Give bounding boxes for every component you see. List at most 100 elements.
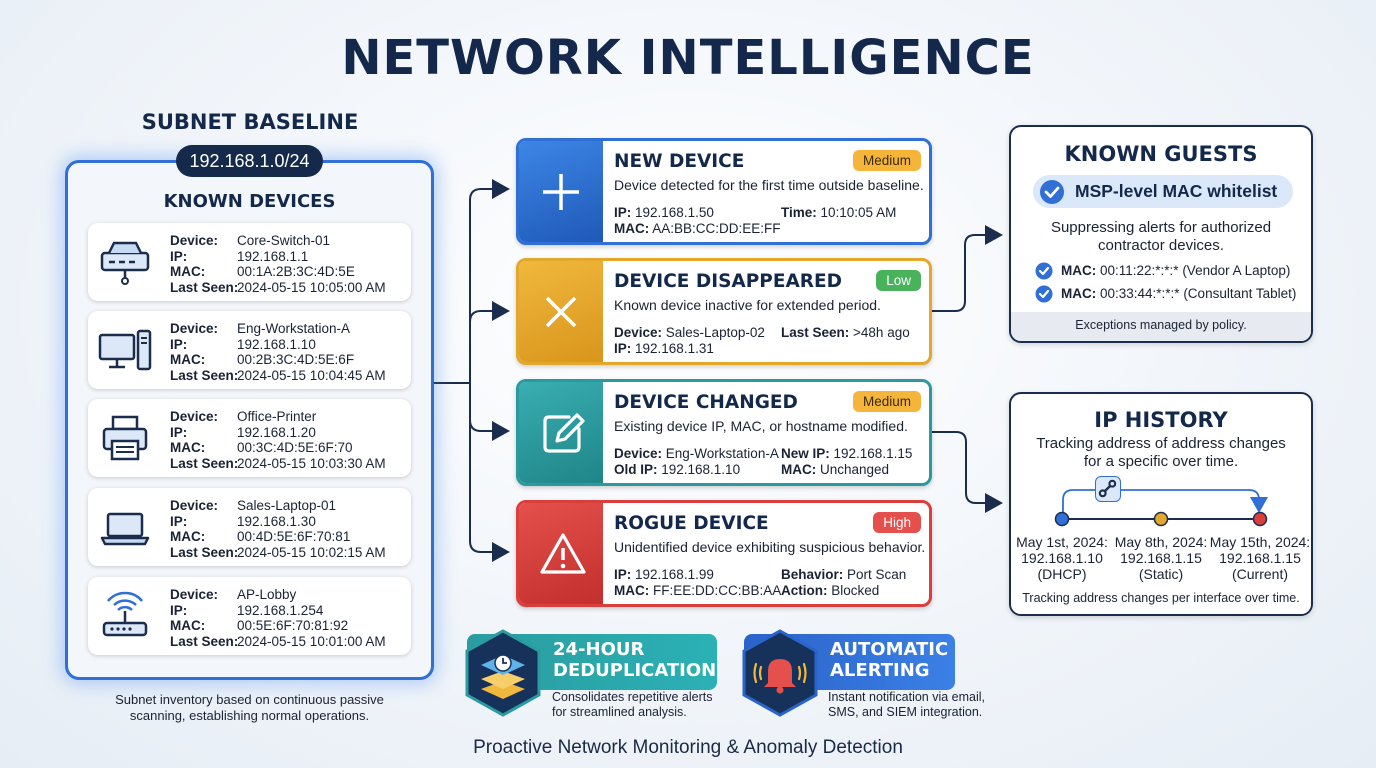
alert-field-device: Device: Sales-Laptop-02 [614, 325, 765, 340]
device-card[interactable]: Device: Sales-Laptop-01 IP: 192.168.1.30… [88, 488, 411, 566]
field-label-last-seen: Last Seen: [170, 455, 239, 471]
field-label-last-seen: Last Seen: [170, 633, 239, 649]
whitelist-label: MSP-level MAC whitelist [1075, 181, 1278, 201]
device-card[interactable]: Device: Eng-Workstation-A IP: 192.168.1.… [88, 311, 411, 389]
alert-field-new-ip: New IP: 192.168.1.15 [781, 446, 913, 461]
alert-new-device[interactable]: NEW DEVICE Medium Device detected for th… [516, 138, 932, 245]
field-label-device: Device: [170, 233, 219, 248]
subnet-caption-line: Subnet inventory based on continuous pas… [115, 692, 384, 707]
alert-icon-panel [519, 261, 603, 362]
alert-description: Unidentified device exhibiting suspiciou… [614, 539, 926, 555]
page-title: NETWORK INTELLIGENCE [341, 30, 1035, 86]
field-label-mac: MAC: [170, 352, 206, 367]
alert-title: DEVICE CHANGED [614, 392, 798, 413]
alert-rogue-device[interactable]: ROGUE DEVICE High Unidentified device ex… [516, 500, 932, 607]
alert-field-action: Action: Blocked [781, 583, 880, 598]
ip-history-title: IP HISTORY [1094, 408, 1228, 432]
field-label-mac: MAC: [170, 440, 206, 455]
device-last-seen: 2024-05-15 10:05:00 AM [237, 279, 386, 295]
alert-icon-panel [519, 503, 603, 604]
workstation-icon [98, 329, 152, 371]
alert-field-mac: MAC: FF:EE:DD:CC:BB:AA [614, 583, 782, 598]
subnet-cidr-badge: 192.168.1.0/24 [176, 145, 323, 177]
known-guests-panel: KNOWN GUESTS MSP-level MAC whitelist Sup… [1009, 125, 1313, 343]
device-last-seen: 2024-05-15 10:02:15 AM [237, 544, 386, 560]
alert-field-ip: IP: 192.168.1.99 [614, 567, 714, 582]
field-label-device: Device: [170, 587, 219, 602]
field-label-device: Device: [170, 498, 219, 513]
device-name: AP-Lobby [237, 587, 297, 602]
device-name: Eng-Workstation-A [237, 321, 351, 336]
warning-icon [540, 533, 586, 574]
alert-title: ROGUE DEVICE [614, 513, 769, 534]
alert-icon-panel [519, 141, 603, 242]
alert-icon-panel [519, 382, 603, 483]
field-label-device: Device: [170, 321, 219, 336]
edit-icon [543, 413, 585, 453]
device-mac: 00:1A:2B:3C:4D:5E [237, 264, 355, 279]
device-ip: 192.168.1.30 [237, 513, 316, 529]
device-mac: 00:3C:4D:5E:6F:70 [237, 440, 353, 455]
alert-device-disappeared[interactable]: DEVICE DISAPPEARED Low Known device inac… [516, 258, 932, 365]
alerting-description: Instant notification via email,SMS, and … [828, 690, 986, 719]
field-label-last-seen: Last Seen: [170, 544, 239, 560]
link-icon [1095, 476, 1121, 502]
device-card[interactable]: Device: Office-Printer IP: 192.168.1.20 … [88, 399, 411, 477]
field-label-ip: IP: [170, 513, 188, 529]
device-name: Office-Printer [237, 409, 317, 424]
device-ip: 192.168.1.20 [237, 424, 316, 440]
field-label-last-seen: Last Seen: [170, 367, 239, 383]
device-last-seen: 2024-05-15 10:01:00 AM [237, 633, 386, 649]
alert-field-mac: MAC: AA:BB:CC:DD:EE:FF [614, 221, 781, 236]
ip-history-description: Tracking address of address changes for … [1011, 435, 1311, 471]
timeline-label: May 15th, 2024:192.168.1.15(Current) [1209, 534, 1311, 582]
alert-title: DEVICE DISAPPEARED [614, 271, 843, 292]
layers-clock-icon [465, 629, 541, 717]
subnet-caption-line: scanning, establishing normal operations… [129, 708, 370, 723]
device-name: Core-Switch-01 [237, 233, 331, 248]
footer-tagline: Proactive Network Monitoring & Anomaly D… [473, 737, 903, 758]
switch-icon [100, 241, 150, 285]
timeline-label: May 8th, 2024:192.168.1.15(Static) [1114, 534, 1208, 582]
subnet-baseline-heading: SUBNET BASELINE [141, 110, 359, 134]
guests-description-line: Suppressing alerts for authorized [1050, 219, 1272, 236]
alert-field-old-ip: Old IP: 192.168.1.10 [614, 462, 741, 477]
device-card[interactable]: Device: AP-Lobby IP: 192.168.1.254 MAC: … [88, 577, 411, 655]
guests-footer: Exceptions managed by policy. [1011, 312, 1311, 341]
device-last-seen: 2024-05-15 10:04:45 AM [237, 367, 386, 383]
field-label-device: Device: [170, 409, 219, 424]
timeline-point [1153, 511, 1169, 527]
field-label-ip: IP: [170, 248, 188, 264]
alert-field-ip: IP: 192.168.1.31 [614, 341, 714, 356]
alert-description: Known device inactive for extended perio… [614, 297, 881, 313]
timeline-point [1054, 511, 1070, 527]
severity-badge: Medium [852, 391, 921, 412]
guests-description-line: contractor devices. [1098, 237, 1224, 254]
severity-badge: Medium [852, 150, 921, 171]
device-card[interactable]: Device: Core-Switch-01 IP: 192.168.1.1 M… [88, 223, 411, 301]
field-label-last-seen: Last Seen: [170, 279, 239, 295]
known-guests-title: KNOWN GUESTS [1064, 142, 1258, 166]
check-circle-icon [1035, 285, 1053, 303]
ip-history-description-line: for a specific over time. [1083, 453, 1239, 470]
timeline-point [1252, 511, 1268, 527]
guests-description: Suppressing alerts for authorized contra… [1011, 219, 1311, 255]
alert-field-device: Device: Eng-Workstation-A [614, 446, 779, 461]
timeline-label: May 1st, 2024:192.168.1.10(DHCP) [1016, 534, 1108, 582]
check-circle-icon [1040, 180, 1064, 204]
device-mac: 00:4D:5E:6F:70:81 [237, 529, 351, 544]
alert-field-behavior: Behavior: Port Scan [781, 567, 907, 582]
field-label-ip: IP: [170, 602, 188, 618]
known-devices-title: KNOWN DEVICES [163, 191, 336, 212]
ip-history-description-line: Tracking address of address changes [1036, 435, 1286, 452]
field-label-mac: MAC: [170, 618, 206, 633]
field-label-ip: IP: [170, 424, 188, 440]
alert-device-changed[interactable]: DEVICE CHANGED Medium Existing device IP… [516, 379, 932, 486]
ip-timeline [1054, 489, 1268, 527]
check-circle-icon [1035, 262, 1053, 280]
alert-description: Existing device IP, MAC, or hostname mod… [614, 418, 908, 434]
device-ip: 192.168.1.10 [237, 336, 316, 352]
ip-history-panel: IP HISTORY Tracking address of address c… [1009, 392, 1313, 616]
